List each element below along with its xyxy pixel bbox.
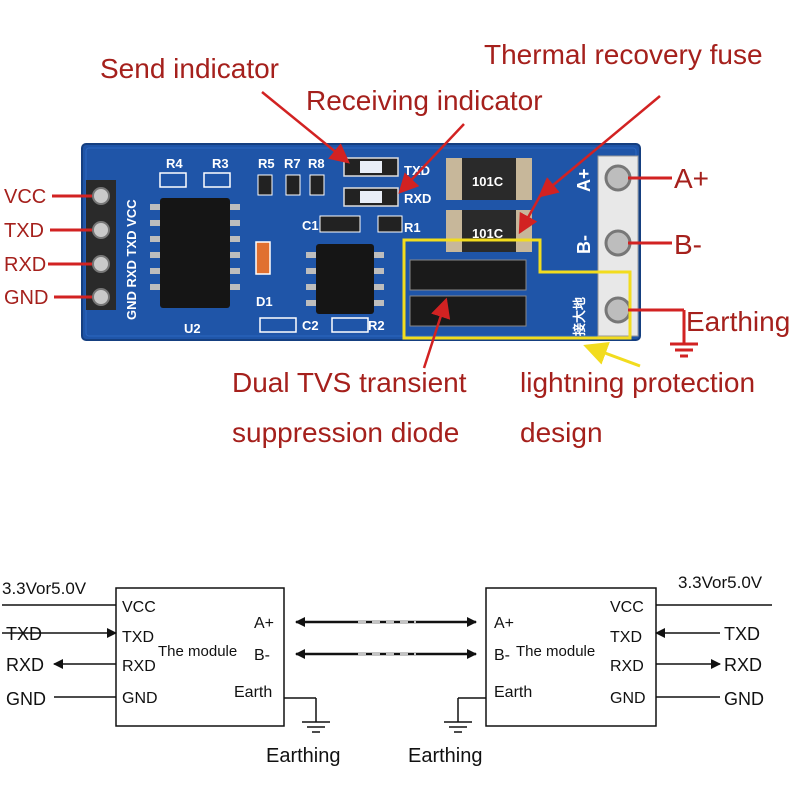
left-ext-gnd: GND — [6, 689, 46, 709]
left-module-box — [115, 587, 285, 727]
left-a: A+ — [254, 615, 274, 632]
right-ext-txd: TXD — [724, 624, 760, 644]
left-rxd: RXD — [122, 658, 156, 675]
left-ext-txd: TXD — [6, 624, 42, 644]
silk-r1: R1 — [404, 220, 421, 235]
pin-header — [86, 180, 116, 310]
callout-lightning-line2: design — [520, 417, 603, 448]
right-vcc: VCC — [610, 599, 644, 616]
left-vcc: VCC — [122, 599, 156, 616]
right-b: B- — [494, 647, 510, 664]
send-led — [343, 157, 399, 177]
screw-terminal-block — [597, 155, 639, 337]
left-pin-labels: VCC TXD RXD GND — [4, 186, 92, 309]
callout-lightning-line1: lightning protection — [520, 367, 755, 398]
silk-fuse1: 101C — [472, 174, 504, 189]
driver-chip — [306, 244, 384, 314]
left-gnd: GND — [122, 690, 158, 707]
silk-r8: R8 — [308, 156, 325, 171]
silk-fuse2: 101C — [472, 226, 504, 241]
right-gnd: GND — [610, 690, 646, 707]
receive-led — [343, 187, 399, 207]
right-earth: Earth — [494, 684, 532, 701]
left-earthing: Earthing — [266, 745, 341, 767]
right-module-box — [485, 587, 657, 727]
silk-r2: R2 — [368, 318, 385, 333]
right-ext-rxd: RXD — [724, 655, 762, 675]
callouts: Send indicator Receiving indicator Therm… — [100, 39, 763, 448]
left-ext-rxd: RXD — [6, 655, 44, 675]
right-ext-gnd: GND — [724, 689, 764, 709]
left-b: B- — [254, 647, 270, 664]
pin-label-rxd: RXD — [4, 254, 46, 276]
lightning-protection-box — [402, 238, 632, 340]
connection-schematic — [2, 587, 772, 733]
pcb-board: GND RXD TXD VCC U2 R4 R3 R5 R7 R8 — [81, 143, 641, 341]
right-txd: TXD — [610, 629, 642, 646]
silk-r5: R5 — [258, 156, 275, 171]
pin-label-b: B- — [674, 229, 702, 260]
silk-term-gnd: 接大地 — [572, 297, 587, 336]
right-module-labels: 3.3Vor5.0V TXD RXD GND VCC TXD RXD GND T… — [408, 573, 764, 767]
left-module-name: The module — [158, 643, 237, 660]
right-a: A+ — [494, 615, 514, 632]
u2-chip — [150, 198, 240, 308]
left-earth: Earth — [234, 684, 272, 701]
right-rxd: RXD — [610, 658, 644, 675]
callout-tvs-line2: suppression diode — [232, 417, 459, 448]
left-module-labels: 3.3Vor5.0V TXD RXD GND VCC TXD RXD GND T… — [2, 579, 341, 767]
callout-receiving-indicator: Receiving indicator — [306, 85, 543, 116]
right-supply-label: 3.3Vor5.0V — [678, 573, 763, 592]
silk-r7: R7 — [284, 156, 301, 171]
tvs-diodes — [409, 259, 527, 327]
right-earthing: Earthing — [408, 745, 483, 767]
callout-send-indicator: Send indicator — [100, 53, 279, 84]
silk-term-a: A+ — [574, 168, 594, 192]
pin-label-gnd: GND — [4, 287, 48, 309]
header-silk-label: GND RXD TXD VCC — [124, 199, 139, 320]
silk-term-b: B- — [574, 235, 594, 254]
pin-label-vcc: VCC — [4, 186, 46, 208]
pin-label-a: A+ — [674, 163, 709, 194]
left-supply-label: 3.3Vor5.0V — [2, 579, 87, 598]
silk-r4: R4 — [166, 156, 183, 171]
left-txd: TXD — [122, 629, 154, 646]
right-pin-labels: A+ B- Earthing — [628, 163, 790, 358]
callout-thermal-fuse: Thermal recovery fuse — [484, 39, 763, 70]
silk-c2: C2 — [302, 318, 319, 333]
silk-d1: D1 — [256, 294, 273, 309]
silk-u2: U2 — [184, 321, 201, 336]
thermal-fuse-1 — [446, 158, 532, 200]
silk-c1: C1 — [302, 218, 319, 233]
pin-label-txd: TXD — [4, 220, 44, 242]
silk-rxd: RXD — [404, 191, 431, 206]
silk-r3: R3 — [212, 156, 229, 171]
pin-label-earthing: Earthing — [686, 306, 790, 337]
right-module-name: The module — [516, 643, 595, 660]
callout-tvs-line1: Dual TVS transient — [232, 367, 467, 398]
